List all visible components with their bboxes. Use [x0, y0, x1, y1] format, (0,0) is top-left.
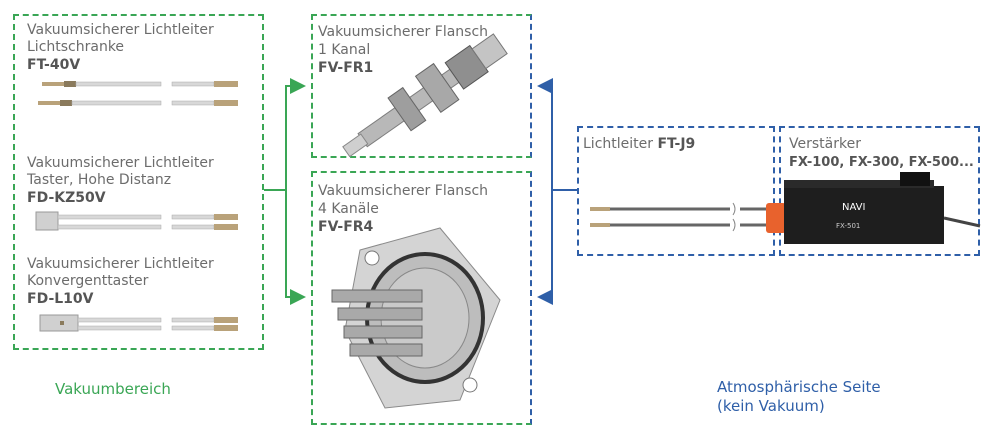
flange-fr4-box [311, 171, 532, 425]
flange-fr1-box [311, 14, 532, 158]
fdkz50v-model: FD-KZ50V [27, 190, 106, 206]
amplifier-models: FX-100, FX-300, FX-500... [789, 155, 974, 170]
vacuum-arrow [264, 78, 306, 305]
fdl10v-line2: Konvergenttaster [27, 273, 149, 289]
atmos-zone-label-1: Atmosphärische Seite [717, 378, 881, 396]
fdl10v-line1: Vakuumsicherer Lichtleiter [27, 256, 214, 272]
fiber-model: FT-J9 [657, 136, 696, 152]
amplifier-image: NAVI FX-501 [784, 172, 981, 244]
fvfr4-image [331, 227, 501, 409]
vacuum-zone-label: Vakuumbereich [55, 380, 171, 398]
fvfr1-line1: Vakuumsicherer Flansch [318, 24, 489, 40]
ft40v-line1: Vakuumsicherer Lichtleiter [27, 22, 214, 38]
ftj9-image [590, 202, 786, 233]
ft40v-model: FT-40V [27, 57, 81, 73]
amp-model-text: FX-501 [836, 222, 860, 230]
amplifier-box [779, 126, 980, 256]
fvfr4-line2: 4 Kanäle [318, 201, 379, 217]
fvfr1-line2: 1 Kanal [318, 42, 371, 58]
amplifier-label: Verstärker [789, 136, 861, 152]
vacuum-fibers-box [13, 14, 264, 350]
fvfr4-line1: Vakuumsicherer Flansch [318, 183, 489, 199]
fdkz50v-line2: Taster, Hohe Distanz [27, 172, 172, 188]
fvfr4-model: FV-FR4 [318, 219, 374, 235]
fiber-label: Lichtleiter FT-J9 [583, 136, 695, 153]
fdkz50v-line1: Vakuumsicherer Lichtleiter [27, 155, 214, 171]
fiber-label-text: Lichtleiter [583, 136, 653, 152]
atmos-zone-label-2: (kein Vakuum) [717, 397, 825, 415]
ft40v-image [38, 81, 238, 106]
atmos-arrow [537, 78, 577, 305]
ft40v-line2: Lichtschranke [27, 39, 125, 55]
fdl10v-image [39, 314, 238, 332]
fiber-box [577, 126, 775, 256]
fvfr1-image [342, 33, 508, 158]
amp-brand-text: NAVI [842, 202, 865, 213]
fdkz50v-image [35, 211, 238, 231]
fdl10v-model: FD-L10V [27, 291, 94, 307]
fvfr1-model: FV-FR1 [318, 60, 374, 76]
